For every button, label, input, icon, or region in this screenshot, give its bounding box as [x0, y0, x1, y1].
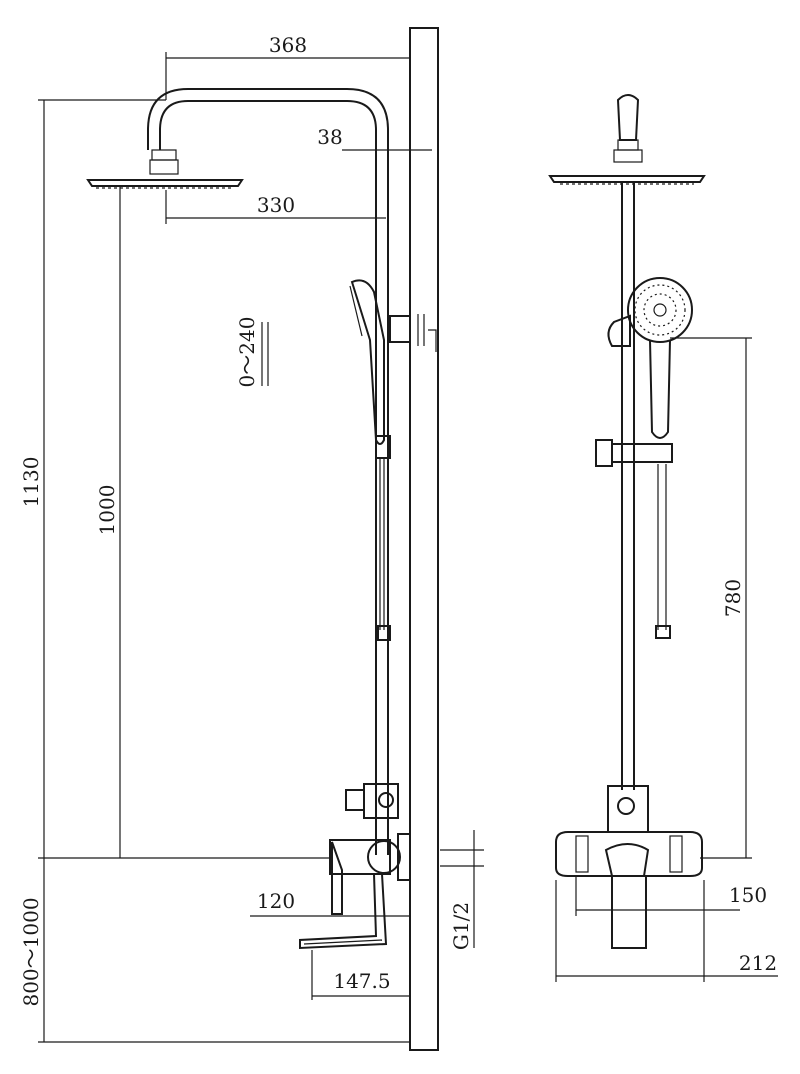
dim-handle-height: 780: [721, 579, 745, 617]
dim-head-reach: 330: [257, 193, 295, 217]
hand-shower-side: [349, 279, 391, 459]
wall: [409, 27, 439, 1051]
front-view: [548, 94, 706, 949]
dim-head-height: 1000: [95, 485, 119, 536]
rain-head-side: [86, 179, 244, 189]
dim-outlet-depth: 120: [257, 889, 295, 913]
dim-install-height: 800～1000: [19, 897, 43, 1006]
dim-spout-depth: 147.5: [333, 969, 390, 993]
dim-pipe-offset: 38: [317, 125, 342, 149]
dim-thread: G1/2: [449, 902, 473, 950]
dimension-lines: [38, 52, 778, 1043]
dim-overall-width: 212: [739, 951, 777, 975]
dim-overall-height: 1130: [19, 457, 43, 508]
hand-shower-front: [607, 277, 693, 439]
dim-slide-range: 0～240: [235, 317, 259, 388]
dim-valve-width: 150: [729, 883, 767, 907]
side-view: [86, 88, 437, 950]
dim-top-width: 368: [269, 33, 307, 57]
